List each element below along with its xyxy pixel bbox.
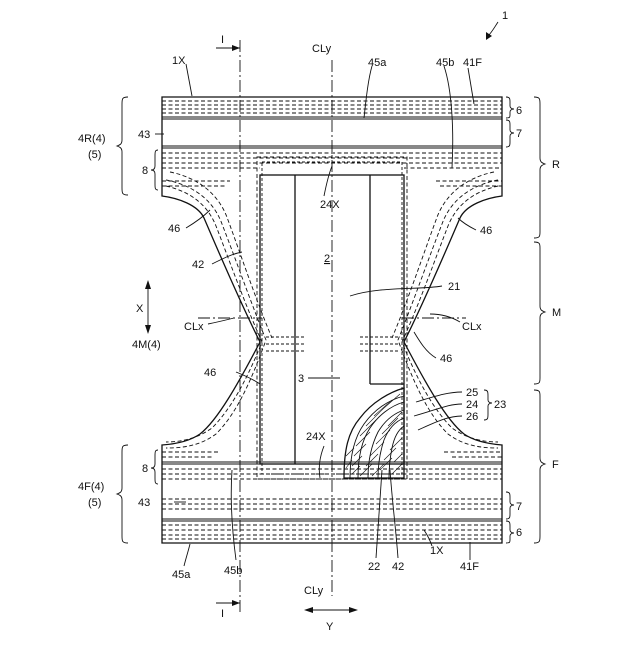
brace-8-front xyxy=(151,450,158,484)
label-24: 24 xyxy=(466,399,478,411)
label-42-left: 42 xyxy=(192,259,204,271)
label-cly-bottom: CLy xyxy=(304,585,324,597)
brace-rear-region xyxy=(117,97,128,195)
label-1x-bottom: 1X xyxy=(430,545,444,557)
svg-text:I: I xyxy=(221,608,224,620)
figure-number: 1 xyxy=(486,10,508,40)
brace-zone-f xyxy=(534,390,545,543)
label-mid-region: 4M(4) xyxy=(132,339,161,351)
label-45b-bottom: 45b xyxy=(224,565,242,577)
brace-zone-r xyxy=(534,97,545,238)
label-6-top: 6 xyxy=(516,105,522,117)
label-rear-region: 4R(4) xyxy=(78,133,106,145)
label-rear-5: (5) xyxy=(88,149,101,161)
label-8-bottom: 8 xyxy=(142,463,148,475)
label-43-bottom: 43 xyxy=(138,497,150,509)
label-front-region: 4F(4) xyxy=(78,481,104,493)
brace-8-rear xyxy=(151,150,158,190)
label-41f-bottom: 41F xyxy=(460,561,479,573)
label-7-top: 7 xyxy=(516,128,522,140)
brace-front-region xyxy=(117,445,128,543)
brace-7-rear xyxy=(506,120,514,147)
y-direction-arrow: Y xyxy=(304,607,358,633)
label-46-upper-right: 46 xyxy=(480,225,492,237)
label-r: R xyxy=(552,159,560,171)
leader-lines xyxy=(155,64,476,566)
x-direction-arrow: X xyxy=(136,280,151,334)
label-41f-top: 41F xyxy=(463,57,482,69)
label-clx-left: CLx xyxy=(184,321,204,333)
label-46-mid-right: 46 xyxy=(440,353,452,365)
brace-6-front xyxy=(506,521,514,543)
label-22: 22 xyxy=(368,561,380,573)
label-2: 2 xyxy=(324,253,330,265)
leg-elastics-left xyxy=(166,172,272,448)
label-3: 3 xyxy=(298,373,304,385)
label-43-top: 43 xyxy=(138,129,150,141)
label-23: 23 xyxy=(494,399,506,411)
section-marker-bottom: I xyxy=(216,600,240,620)
brace-6-rear xyxy=(506,97,514,118)
label-f: F xyxy=(552,459,559,471)
label-46-upper-left: 46 xyxy=(168,223,180,235)
brace-7-front xyxy=(506,492,514,519)
label-45a-bottom: 45a xyxy=(172,569,191,581)
label-7-bottom: 7 xyxy=(516,501,522,513)
label-46-lower-left: 46 xyxy=(204,367,216,379)
label-24x-bottom: 24X xyxy=(306,431,326,443)
section-marker-top: I xyxy=(216,34,240,51)
label-25: 25 xyxy=(466,387,478,399)
label-1x-top: 1X xyxy=(172,55,186,67)
svg-text:X: X xyxy=(136,303,144,315)
label-24x-top: 24X xyxy=(320,199,340,211)
label-45a-top: 45a xyxy=(368,57,387,69)
brace-zone-m xyxy=(534,242,545,384)
label-6-bottom: 6 xyxy=(516,527,522,539)
svg-text:I: I xyxy=(221,34,224,46)
svg-text:1: 1 xyxy=(502,10,508,22)
label-45b-top: 45b xyxy=(436,57,454,69)
label-21: 21 xyxy=(448,281,460,293)
brace-23 xyxy=(484,390,492,420)
label-8-top: 8 xyxy=(142,165,148,177)
label-m: M xyxy=(552,307,561,319)
label-42-bottom: 42 xyxy=(392,561,404,573)
svg-text:Y: Y xyxy=(326,621,334,633)
label-cly-top: CLy xyxy=(312,43,332,55)
label-26: 26 xyxy=(466,411,478,423)
label-clx-right: CLx xyxy=(462,321,482,333)
label-front-5: (5) xyxy=(88,497,101,509)
